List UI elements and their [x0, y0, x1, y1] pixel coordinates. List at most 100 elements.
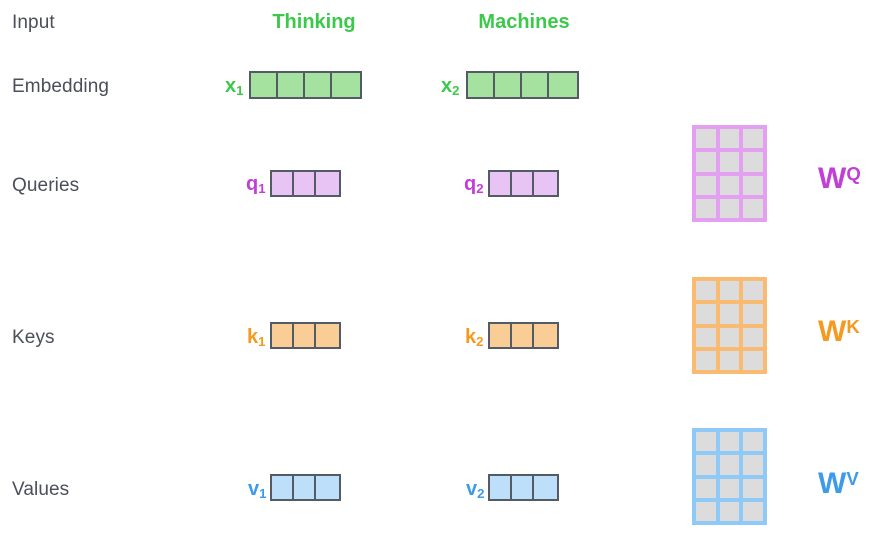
- matrix-cell: [719, 281, 740, 301]
- vector-k2: [488, 322, 559, 349]
- matrix-cell: [743, 129, 763, 149]
- matrix-cell: [743, 478, 763, 498]
- vector-v1: [270, 474, 341, 501]
- matrix-cell: [696, 350, 716, 370]
- matrix-cell: [696, 501, 716, 521]
- vector-cell: [511, 324, 534, 347]
- vector-cell: [511, 476, 534, 499]
- vector-tag-v1: v1: [248, 478, 267, 501]
- matrix-cell: [719, 432, 740, 452]
- vector-cell: [293, 172, 316, 195]
- vector-cell: [490, 476, 512, 499]
- vector-cell: [293, 324, 316, 347]
- vector-tag-k1: k1: [247, 326, 266, 349]
- matrix-label-wv-sup: V: [846, 468, 859, 490]
- vector-cell: [533, 476, 557, 499]
- vector-q1: [270, 170, 341, 197]
- vector-tag-x2-sub: 2: [452, 82, 460, 98]
- matrix-cell: [696, 152, 716, 172]
- vector-cell: [522, 73, 550, 97]
- vector-tag-v1-name: v: [248, 478, 260, 500]
- vector-cell: [293, 476, 316, 499]
- matrix-cell: [743, 327, 763, 347]
- vector-x2: [466, 71, 579, 99]
- row-label-keys: Keys: [12, 327, 55, 348]
- vector-tag-k2-name: k: [465, 326, 477, 348]
- vector-tag-v2: v2: [466, 478, 484, 500]
- vector-tag-x1: x1: [225, 76, 244, 98]
- matrix-label-wq-sup: Q: [846, 163, 861, 185]
- row-label-values: Values: [12, 479, 70, 500]
- vector-tag-v2-name: v: [466, 478, 478, 500]
- matrix-cell: [743, 198, 763, 218]
- vector-cell: [315, 476, 339, 499]
- vector-tag-q1-sub: 1: [258, 180, 266, 196]
- weight-matrix-wk: [692, 277, 767, 374]
- matrix-cell: [696, 478, 716, 498]
- vector-cell: [332, 73, 361, 97]
- vector-k1: [270, 322, 341, 349]
- vector-cell: [549, 73, 578, 97]
- vector-cell: [305, 73, 333, 97]
- vector-cell: [468, 73, 496, 97]
- matrix-label-wv: WV: [818, 469, 859, 499]
- vector-cell: [315, 172, 339, 195]
- vector-v2: [488, 474, 559, 501]
- vector-tag-q2: q2: [464, 173, 484, 196]
- vector-cell: [272, 172, 294, 195]
- matrix-cell: [696, 175, 716, 195]
- vector-cell: [315, 324, 339, 347]
- vector-cell: [272, 476, 294, 499]
- matrix-cell: [719, 129, 740, 149]
- matrix-label-wq-name: W: [818, 162, 847, 195]
- vector-cell: [490, 172, 512, 195]
- weight-matrix-wq: [692, 125, 767, 222]
- column-word-machines: Machines: [478, 11, 570, 33]
- matrix-cell: [719, 198, 740, 218]
- matrix-label-wk-name: W: [818, 315, 847, 348]
- matrix-cell: [743, 455, 763, 475]
- matrix-cell: [743, 281, 763, 301]
- vector-cell: [272, 324, 294, 347]
- vector-tag-k1-sub: 1: [258, 333, 266, 349]
- vector-tag-q1-name: q: [246, 173, 259, 195]
- vector-cell: [495, 73, 523, 97]
- matrix-cell: [743, 432, 763, 452]
- matrix-cell: [743, 501, 763, 521]
- vector-tag-x1-sub: 1: [236, 82, 244, 98]
- row-label-input: Input: [12, 12, 55, 33]
- row-label-queries: Queries: [12, 175, 80, 196]
- matrix-label-wk: WK: [818, 317, 860, 347]
- vector-tag-q1: q1: [246, 173, 266, 196]
- matrix-cell: [696, 432, 716, 452]
- vector-tag-q2-sub: 2: [476, 180, 484, 196]
- matrix-cell: [696, 129, 716, 149]
- matrix-cell: [719, 175, 740, 195]
- vector-tag-k2: k2: [465, 326, 483, 348]
- vector-q2: [488, 170, 559, 197]
- column-word-thinking: Thinking: [272, 11, 356, 33]
- vector-cell: [511, 172, 534, 195]
- matrix-cell: [719, 478, 740, 498]
- matrix-cell: [719, 304, 740, 324]
- vector-x1: [249, 71, 362, 99]
- vector-cell: [278, 73, 306, 97]
- vector-tag-q2-name: q: [464, 173, 477, 195]
- vector-tag-k1-name: k: [247, 326, 259, 348]
- matrix-label-wv-name: W: [818, 467, 847, 500]
- matrix-cell: [719, 455, 740, 475]
- vector-tag-v1-sub: 1: [259, 485, 267, 501]
- matrix-cell: [719, 501, 740, 521]
- matrix-cell: [696, 304, 716, 324]
- vector-cell: [251, 73, 279, 97]
- vector-tag-x2-name: x: [441, 75, 453, 97]
- matrix-cell: [696, 327, 716, 347]
- vector-cell: [533, 324, 557, 347]
- matrix-cell: [743, 350, 763, 370]
- matrix-cell: [743, 175, 763, 195]
- vector-tag-x2: x2: [441, 75, 460, 98]
- matrix-cell: [696, 198, 716, 218]
- weight-matrix-wv: [692, 428, 767, 525]
- matrix-cell: [719, 152, 740, 172]
